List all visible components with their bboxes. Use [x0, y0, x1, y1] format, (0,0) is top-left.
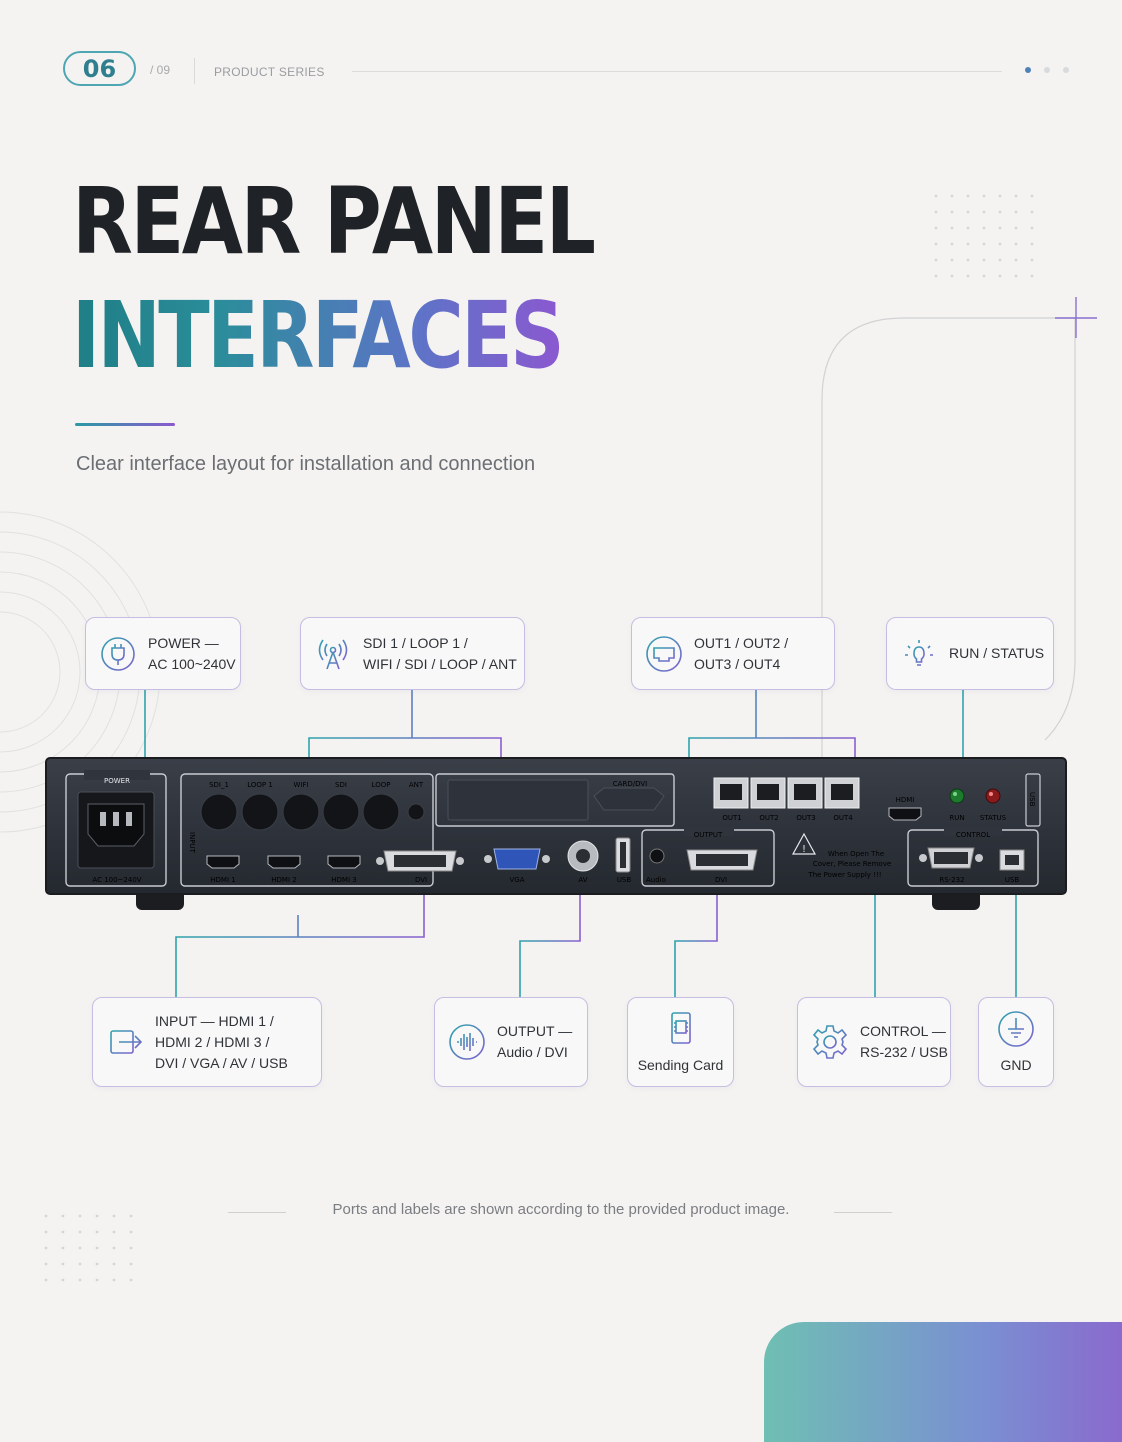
sdi-port: [322, 793, 360, 831]
footnote-rule-right: [834, 1212, 892, 1213]
port-label-dvi: DVI: [415, 876, 427, 884]
sdi-port: [200, 793, 238, 831]
power-rating-label: AC 100~240V: [92, 876, 141, 884]
callout-sending-card: Sending Card: [627, 997, 734, 1087]
port-label-hdmi3: HDMI 3: [331, 876, 356, 884]
sdi-port: [282, 793, 320, 831]
page-number: 06: [82, 54, 117, 83]
title-line-2: INTERFACES: [72, 282, 565, 389]
port-label-rs232: RS-232: [939, 876, 964, 884]
warning-line-1: When Open The: [828, 850, 884, 858]
port-label-out1: OUT1: [722, 814, 741, 822]
ground-icon: [998, 1010, 1034, 1047]
antenna-port: [407, 803, 425, 821]
card-slot-label: CARD/DVI: [613, 780, 647, 788]
header-rule: [352, 71, 1002, 72]
warning-line-3: The Power Supply !!!: [807, 871, 881, 879]
callout-output: OUTPUT — Audio / DVI: [434, 997, 588, 1087]
antenna-icon: [318, 639, 348, 669]
output-section-title: OUTPUT: [694, 831, 723, 839]
gear-icon: [812, 1025, 848, 1059]
power-plug-icon: [101, 636, 135, 671]
callout-output-text: OUTPUT — Audio / DVI: [497, 1023, 573, 1060]
port-label-hdmi1: HDMI 1: [210, 876, 235, 884]
callout-input-text: INPUT — HDMI 1 / HDMI 2 / HDMI 3 / DVI /…: [155, 1012, 288, 1071]
pager-dot[interactable]: [1063, 67, 1069, 73]
input-section: [180, 773, 434, 887]
port-label-vga: VGA: [509, 876, 524, 884]
lightbulb-icon: [905, 639, 933, 666]
callout-sdi-text: SDI 1 / LOOP 1 / WIFI / SDI / LOOP / ANT: [363, 634, 517, 672]
page-number-badge: 06: [63, 51, 136, 86]
port-label-out2: OUT2: [759, 814, 778, 822]
header-divider: [194, 58, 195, 84]
callout-gnd: GND: [978, 997, 1054, 1087]
callout-sending-card-text: Sending Card: [637, 1056, 724, 1073]
port-label-ant: ANT: [409, 781, 424, 789]
input-arrow-icon: [110, 1030, 143, 1054]
callout-power: POWER — AC 100~240V: [85, 617, 241, 690]
port-label-wifi: WIFI: [293, 781, 308, 789]
port-label-hdmi: HDMI: [896, 796, 915, 804]
title-line-1: REAR PANEL: [72, 168, 596, 275]
page-total: / 09: [150, 63, 171, 77]
subtitle: Clear interface layout for installation …: [76, 453, 536, 475]
sdi-port: [241, 793, 279, 831]
led-label-status: STATUS: [980, 814, 1007, 822]
card-slot-frame: [435, 773, 675, 827]
side-usb-label: USB: [1028, 792, 1036, 807]
callout-outputs-text: OUT1 / OUT2 / OUT3 / OUT4: [694, 634, 789, 672]
dot-grid-top: [934, 194, 1034, 278]
ethernet-icon: [646, 635, 682, 672]
sdi-port: [362, 793, 400, 831]
port-label-sdi: SDI: [335, 781, 347, 789]
pager-dot[interactable]: [1044, 67, 1050, 73]
input-side-label: INPUT: [188, 832, 196, 854]
port-label-loop: LOOP: [372, 781, 391, 789]
dot-grid-bottom: [44, 1214, 133, 1282]
title-accent-bar: [75, 423, 175, 426]
callout-run-status-text: RUN / STATUS: [949, 645, 1045, 661]
callout-control-text: CONTROL — RS-232 / USB: [860, 1023, 948, 1060]
callout-sdi: SDI 1 / LOOP 1 / WIFI / SDI / LOOP / ANT: [300, 617, 525, 690]
power-section-title: POWER: [104, 777, 130, 785]
port-label-out4: OUT4: [833, 814, 853, 822]
port-label-dvi-out: DVI: [715, 876, 727, 884]
frame-line: [821, 317, 1076, 780]
port-label-sdi1: SDI_1: [209, 781, 229, 789]
callout-run-status: RUN / STATUS: [886, 617, 1054, 690]
callout-power-text: POWER — AC 100~240V: [148, 634, 236, 672]
port-label-usb-control: USB: [1005, 876, 1020, 884]
callout-input: INPUT — HDMI 1 / HDMI 2 / HDMI 3 / DVI /…: [92, 997, 322, 1087]
warning-line-2: Cover, Please Remove: [813, 860, 891, 868]
svg-text:!: !: [802, 844, 806, 855]
corner-gradient-block: [764, 1322, 1122, 1442]
series-label: PRODUCT SERIES: [214, 65, 325, 79]
port-label-av: AV: [578, 876, 587, 884]
port-label-audio: Audio: [646, 876, 666, 884]
led-label-run: RUN: [949, 814, 964, 822]
control-section-title: CONTROL: [956, 831, 990, 839]
crosshair-icon: [1055, 297, 1097, 338]
card-chip-icon: [670, 1011, 691, 1044]
port-label-out3: OUT3: [796, 814, 815, 822]
callout-control: CONTROL — RS-232 / USB: [797, 997, 951, 1087]
connector-lines: [144, 690, 1017, 997]
port-label-loop1: LOOP 1: [247, 781, 273, 789]
footnote: Ports and labels are shown according to …: [332, 1201, 790, 1218]
footnote-rule-left: [228, 1212, 286, 1213]
pager-dot-active[interactable]: [1025, 67, 1031, 73]
port-label-usb-front: USB: [617, 876, 632, 884]
callout-gnd-text: GND: [1000, 1056, 1032, 1073]
callout-outputs: OUT1 / OUT2 / OUT3 / OUT4: [631, 617, 835, 690]
device-rear-panel: POWER AC 100~240V INPUT SDI_1 LOOP 1 WIF…: [45, 757, 1067, 910]
port-label-hdmi2: HDMI 2: [271, 876, 296, 884]
audio-wave-icon: [449, 1024, 485, 1060]
